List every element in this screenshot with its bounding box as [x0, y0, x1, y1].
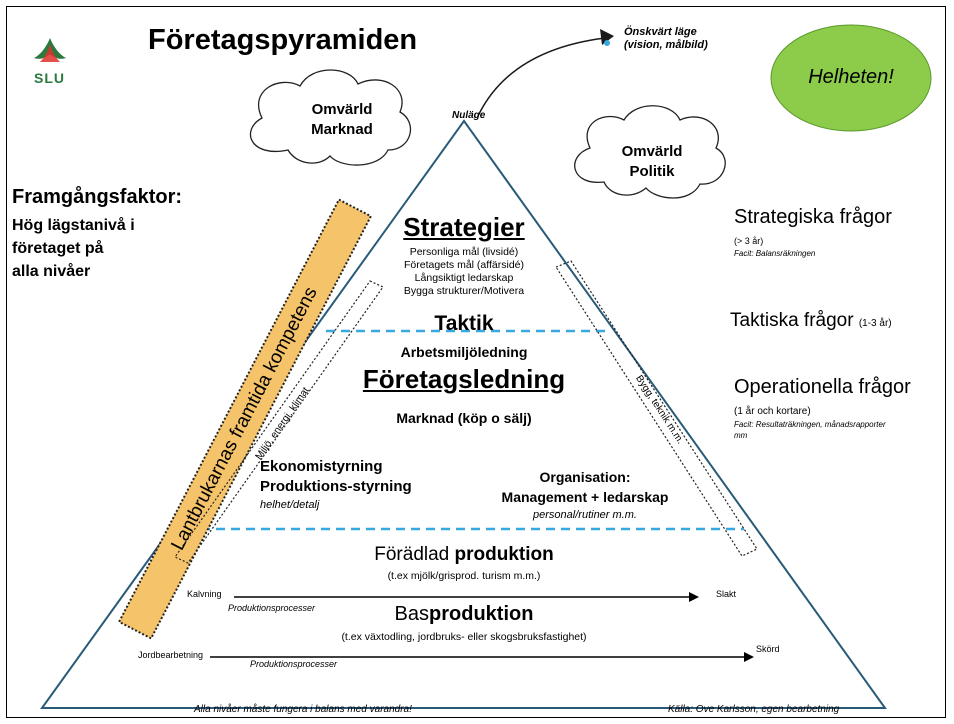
refined-bold: produktion [454, 544, 554, 565]
process1-start: Kalvning [187, 589, 222, 599]
page-title: Företagspyramiden [148, 24, 418, 56]
strategic-note: Facit: Balansräkningen [734, 249, 816, 258]
vision-label: Önskvärt läge (vision, målbild) [624, 26, 708, 52]
left-dotted-band [174, 280, 384, 564]
slide-frame [6, 6, 946, 718]
cloud-right-line1: Omvärld [621, 143, 683, 160]
operational-note-line1: Facit: Resultaträkningen, månadsrapporte… [734, 420, 886, 429]
process2-start: Jordbearbetning [138, 650, 204, 660]
strategic-label: Strategiska frågor [734, 206, 892, 228]
process2-end: Skörd [756, 644, 780, 654]
vision-line1: Önskvärt läge [624, 26, 697, 38]
process1-label: Produktionsprocesser [228, 603, 316, 613]
vision-line2: (vision, målbild) [624, 39, 708, 51]
base-sub: (t.ex växtodling, jordbruks- eller skogs… [341, 631, 587, 643]
success-factor-title: Framgångsfaktor: [12, 186, 183, 208]
organisation-sub: personal/rutiner m.m. [533, 509, 637, 521]
process2-label: Produktionsprocesser [250, 659, 338, 669]
operational-label: Operationella frågor [734, 376, 911, 398]
vision-dot [604, 40, 610, 46]
strategy-title: Strategier [403, 212, 525, 242]
cloud-left-line1: Omvärld [311, 101, 373, 118]
refined-pre: Förädlad [374, 544, 455, 565]
cloud-left [250, 69, 411, 166]
vision-arrow-head [600, 29, 614, 45]
competence-bar [117, 198, 373, 640]
refined-title: Förädlad produktion [314, 544, 614, 566]
strategy-item: Bygga strukturer/Motivera [403, 285, 525, 297]
footer-right: Källa: Ove Karlsson, egen bearbetning [668, 704, 840, 715]
strategy-list: Personliga mål (livsidé) Företagets mål … [374, 246, 554, 298]
slu-logo-text: SLU [34, 70, 65, 86]
helheten-ellipse [770, 24, 932, 132]
success-factor-line3: alla nivåer [12, 263, 91, 280]
economy-line2: Produktions-styrning [260, 478, 412, 495]
operational-note-line2: mm [734, 431, 748, 440]
strategy-item: Företagets mål (affärsidé) [403, 259, 525, 271]
process1-arrow-head [689, 592, 699, 602]
market-label: Marknad (köp o sälj) [396, 410, 532, 426]
process2-arrow-head [744, 652, 754, 662]
tactical-sub: (1-3 år) [858, 318, 892, 329]
management-title: Företagsledning [362, 364, 566, 394]
slu-logo-icon [34, 38, 66, 62]
helheten-text: Helheten! [808, 66, 894, 88]
footer-left: Alla nivåer måste fungera i balans med v… [194, 704, 412, 715]
operational-sub: (1 år och kortare) [734, 406, 811, 417]
cloud-right-text: Omvärld Politik [602, 142, 702, 182]
base-bold: produktion [429, 603, 534, 625]
vision-arrow [477, 37, 606, 117]
process1-end: Slakt [716, 589, 737, 599]
tactical-label: Taktiska frågor (1-3 år) [730, 310, 892, 332]
work-env-label: Arbetsmiljöledning [400, 344, 528, 360]
cloud-right-line2: Politik [629, 163, 675, 180]
cloud-left-line2: Marknad [311, 121, 373, 138]
strategic-sub: (> 3 år) [734, 236, 764, 246]
cloud-right [574, 105, 726, 199]
operational-note: Facit: Resultaträkningen, månadsrapporte… [734, 419, 886, 441]
economy-block: Ekonomistyrning Produktions-styrning [260, 457, 412, 497]
organisation-line2: Management + ledarskap [501, 489, 669, 505]
refined-sub: (t.ex mjölk/grisprod. turism m.m.) [387, 570, 541, 582]
success-factor-line1: Hög lägstanivå i [12, 217, 135, 234]
tactics-title: Taktik [434, 312, 494, 335]
success-factor-line2: företaget på [12, 240, 104, 257]
success-factor-text: Hög lägstanivå i företaget på alla nivåe… [12, 214, 135, 283]
organisation-line1: Organisation: [539, 469, 631, 485]
base-pre: Bas [394, 603, 430, 625]
economy-sub: helhet/detalj [260, 499, 320, 511]
base-title: Basproduktion [314, 603, 614, 626]
tactical-title: Taktiska frågor [730, 310, 854, 331]
cloud-left-text: Omvärld Marknad [292, 100, 392, 140]
strategy-item: Personliga mål (livsidé) [409, 246, 519, 258]
current-state-label: Nuläge [452, 110, 486, 121]
strategy-item: Långsiktigt ledarskap [414, 272, 514, 284]
organisation-block: Organisation: Management + ledarskap [470, 467, 700, 507]
economy-line1: Ekonomistyrning [260, 458, 383, 475]
